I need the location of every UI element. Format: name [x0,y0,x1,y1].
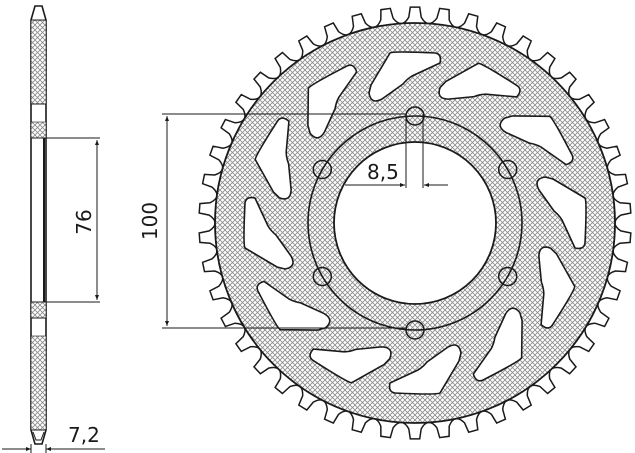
lightening-slot [388,344,462,395]
side-hatch-top [30,19,47,105]
lightening-slot [499,115,574,166]
side-hatch-upper-hub [30,121,47,139]
lightening-slot [368,51,442,102]
lightening-slot [472,307,523,382]
lightening-slot [307,64,358,139]
bolt-hole [312,159,333,180]
lightening-slots [243,51,587,395]
side-hatch-bottom [30,335,47,431]
dim-76-label: 76 [72,209,96,234]
bolt-hole [497,159,518,180]
lightening-slot [243,196,294,270]
lightening-slot [538,246,576,329]
dim-8-5-label: 8,5 [367,160,399,184]
bolt-hole [405,320,425,340]
center-bore [333,141,497,305]
lightening-slot [536,176,587,250]
side-hatch-lower-hub [30,301,47,319]
bolt-hole [497,266,518,287]
bolt-circle [307,115,523,331]
lightening-slot [254,117,292,200]
dim-7-2-label: 7,2 [68,423,100,447]
front-view: 100 8,5 [138,6,632,440]
side-view: 76 7,2 [2,5,105,453]
lightening-slot [309,346,392,384]
lightening-slot [256,280,331,331]
bolt-hole [312,266,333,287]
bolt-holes [312,106,518,340]
dim-100-label: 100 [138,202,162,240]
lightening-slot [438,62,521,100]
